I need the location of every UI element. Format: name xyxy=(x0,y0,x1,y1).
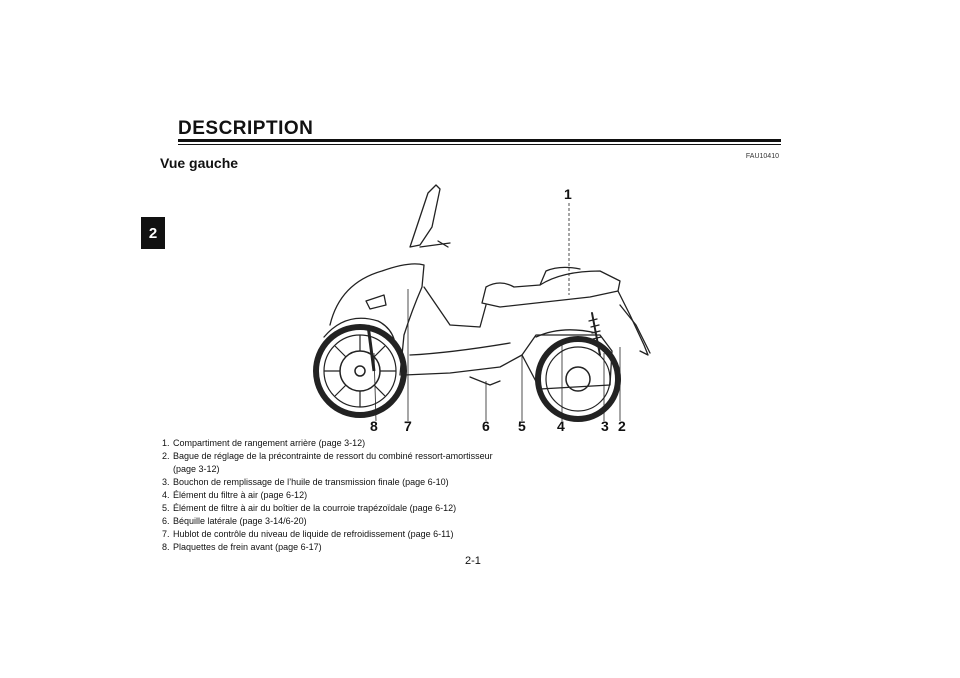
page-title: DESCRIPTION xyxy=(178,118,314,139)
side-stand xyxy=(469,376,501,386)
floorboard xyxy=(403,354,523,376)
chapter-tab: 2 xyxy=(141,217,165,249)
legend-item: 1.Compartiment de rangement arrière (pag… xyxy=(162,438,366,448)
rear-mudguard xyxy=(619,304,651,354)
callout-6: 6 xyxy=(482,418,490,434)
body-line xyxy=(409,342,511,356)
rear-wheel xyxy=(535,336,621,422)
seat xyxy=(481,270,621,308)
front-fork xyxy=(366,324,376,372)
legend-item: 5.Élément de filtre à air du boîtier de … xyxy=(162,503,457,513)
front-fender xyxy=(323,317,395,340)
legend-item: 6.Béquille latérale (page 3-14/6-20) xyxy=(162,516,307,526)
callout-1: 1 xyxy=(564,186,572,202)
callout-5: 5 xyxy=(518,418,526,434)
title-rule-thin xyxy=(178,144,781,145)
headlight xyxy=(365,294,387,310)
leader-lines xyxy=(373,203,621,422)
section-heading: Vue gauche xyxy=(160,155,239,171)
legend-item: 4.Élément du filtre à air (page 6-12) xyxy=(162,490,308,500)
legend-item: 7.Hublot de contrôle du niveau de liquid… xyxy=(162,529,454,539)
legend-item: 3.Bouchon de remplissage de l’huile de t… xyxy=(162,477,449,487)
parts-legend: 1.Compartiment de rangement arrière (pag… xyxy=(162,437,493,554)
legend-item: 2.Bague de réglage de la précontrainte d… xyxy=(162,451,493,474)
front-wheel xyxy=(313,324,407,418)
callout-7: 7 xyxy=(404,418,412,434)
callout-4: 4 xyxy=(557,418,565,434)
callout-2: 2 xyxy=(618,418,626,434)
step-through xyxy=(423,286,487,328)
callout-3: 3 xyxy=(601,418,609,434)
rear-body xyxy=(539,266,649,356)
callout-8: 8 xyxy=(370,418,378,434)
handlebar xyxy=(419,240,451,248)
air-filter-box xyxy=(535,329,597,338)
windscreen xyxy=(409,184,441,248)
legend-item: 8.Plaquettes de frein avant (page 6-17) xyxy=(162,542,322,552)
page-number: 2-1 xyxy=(465,555,481,567)
reference-code: FAU10410 xyxy=(745,153,779,160)
front-fairing xyxy=(329,263,425,376)
title-rule xyxy=(178,139,781,142)
scooter-illustration: 1 2 3 4 5 6 7 8 xyxy=(313,184,651,434)
shock-spring xyxy=(588,318,602,340)
